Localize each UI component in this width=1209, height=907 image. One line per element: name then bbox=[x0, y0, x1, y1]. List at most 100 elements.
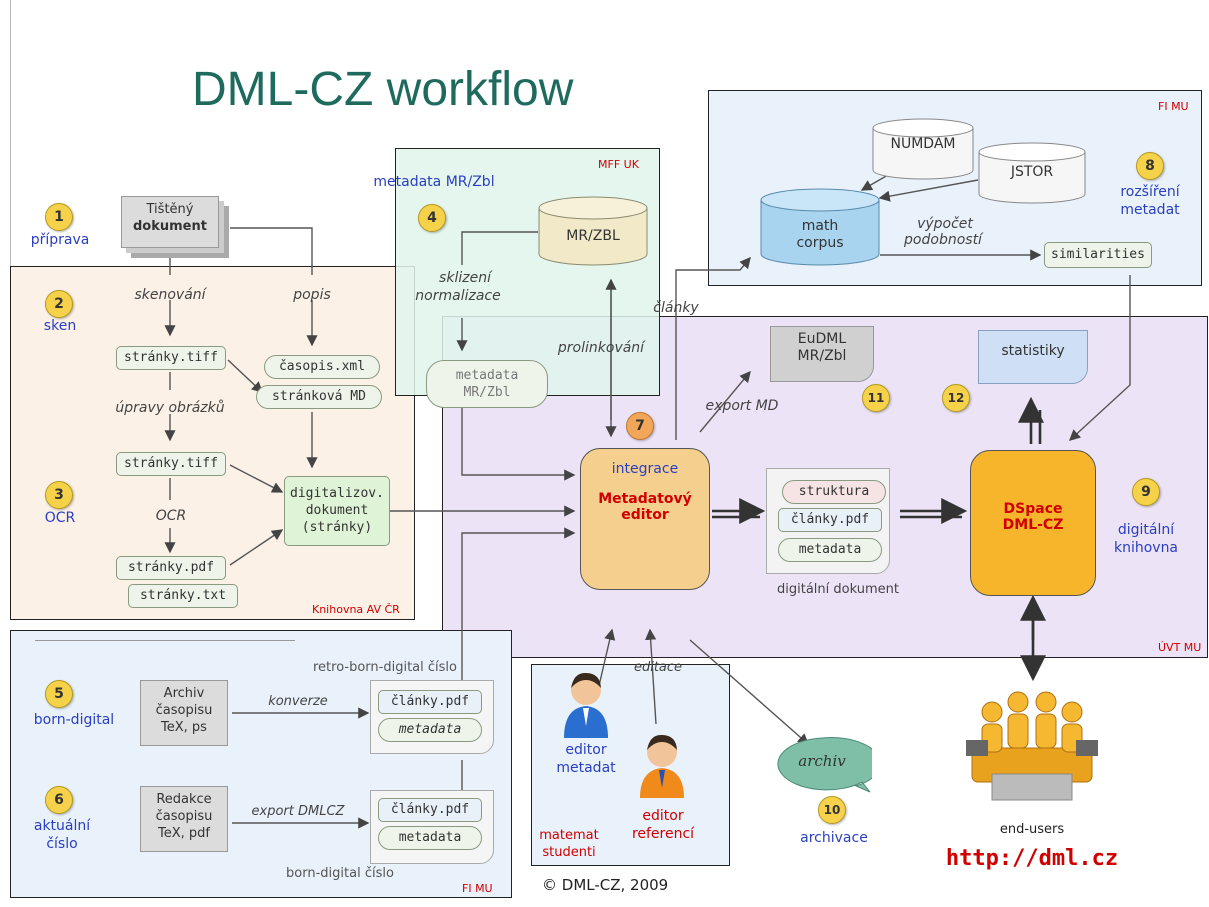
step-5-label: born-digital bbox=[33, 712, 115, 728]
step-9-badge: 9 bbox=[1132, 478, 1160, 506]
region-label-fimu-top: FI MU bbox=[1158, 100, 1189, 113]
edge-label-clanky: články bbox=[653, 300, 699, 316]
str-txt-node: stránky.txt bbox=[128, 584, 238, 608]
tisteny-dokument-node: Tištěný dokument bbox=[121, 196, 219, 248]
step-5-badge: 5 bbox=[45, 680, 73, 708]
mrzbl-database: MR/ZBL bbox=[538, 196, 648, 266]
region-label-uvt: ÚVT MU bbox=[1158, 641, 1202, 654]
edge-label-popis: popis bbox=[293, 287, 331, 303]
metadata-5-node: metadata bbox=[378, 718, 482, 742]
archiv5-line-2: časopisu bbox=[155, 703, 213, 718]
editor-line-2: editor bbox=[621, 507, 669, 523]
digi-line-3: (stránky) bbox=[301, 520, 373, 535]
math-line-1: math bbox=[801, 218, 839, 234]
numdam-label: NUMDAM bbox=[890, 136, 956, 152]
mrzbl-label: MR/ZBL bbox=[566, 228, 620, 244]
redakce-line-3: TeX, pdf bbox=[158, 826, 210, 841]
archiv5-line-1: Archiv bbox=[163, 686, 205, 701]
eudml-line-1: EuDML bbox=[797, 331, 847, 347]
editor-referenci-label-1: editor bbox=[642, 808, 684, 824]
region-label-fimu-bottom: FI MU bbox=[462, 882, 493, 895]
edge-label-prolinkovani: prolinkování bbox=[557, 340, 645, 356]
step-4-badge: 4 bbox=[418, 204, 446, 232]
eudml-line-2: MR/Zbl bbox=[797, 348, 847, 364]
edge-label-export-md: export MD bbox=[705, 398, 779, 414]
digi-line-1: digitalizov. bbox=[290, 486, 384, 501]
digi-line-2: dokument bbox=[305, 503, 369, 518]
url-link[interactable]: http://dml.cz bbox=[945, 846, 1119, 871]
dspace-node: DSpace DML-CZ bbox=[970, 450, 1096, 596]
editor-referenci-label-2: referencí bbox=[631, 826, 695, 842]
jstor-label: JSTOR bbox=[1010, 164, 1054, 180]
step-12-badge: 12 bbox=[942, 384, 970, 412]
eudml-document: EuDML MR/Zbl bbox=[770, 326, 874, 382]
step-6-label-1: aktuální bbox=[33, 818, 91, 834]
editor-integrace-label: integrace bbox=[611, 461, 679, 477]
str-tiff-1-node: stránky.tiff bbox=[116, 346, 226, 370]
region-mff bbox=[395, 148, 660, 396]
step-1-label: příprava bbox=[30, 232, 90, 248]
editor-line-1: Metadatový bbox=[598, 491, 692, 507]
person-blue-icon bbox=[564, 672, 608, 738]
copyright: © DML-CZ, 2009 bbox=[542, 876, 669, 894]
archiv5-line-3: TeX, ps bbox=[161, 720, 207, 735]
meta-mrzbl-line-2: MR/Zbl bbox=[463, 385, 511, 400]
edge-label-vypocet-2: podobností bbox=[904, 232, 982, 248]
editor-metadat-label-2: metadat bbox=[556, 760, 616, 776]
metadata-mid-node: metadata bbox=[778, 538, 882, 562]
step-8-badge: 8 bbox=[1136, 152, 1164, 180]
similarities-node: similarities bbox=[1044, 242, 1152, 268]
edge-label-export-dmlcz: export DMLCZ bbox=[251, 804, 345, 819]
step-6-badge: 6 bbox=[45, 786, 73, 814]
digi-doc-caption: digitální dokument bbox=[777, 582, 899, 597]
str-pdf-node: stránky.pdf bbox=[116, 556, 226, 580]
step-8-label-2: metadat bbox=[1120, 202, 1180, 218]
digitalizovany-dokument-node: digitalizov. dokument (stránky) bbox=[284, 476, 390, 546]
casopis-xml-node: časopis.xml bbox=[264, 355, 380, 379]
step-11-badge: 11 bbox=[862, 384, 890, 412]
redakce-casopisu-node: Redakce časopisu TeX, pdf bbox=[140, 786, 228, 852]
struktura-node: struktura bbox=[782, 480, 886, 504]
page-title: DML-CZ workflow bbox=[192, 63, 574, 116]
numdam-database: NUMDAM bbox=[872, 118, 974, 180]
tisteny-line-2: dokument bbox=[133, 219, 207, 234]
retro-caption: retro-born-digital číslo bbox=[313, 660, 457, 675]
jstor-database: JSTOR bbox=[978, 142, 1086, 204]
region-knihovna bbox=[10, 266, 415, 620]
jstor-cylinder bbox=[978, 142, 1086, 204]
step-10-label: archivace bbox=[800, 830, 868, 846]
strankova-md-node: stránková MD bbox=[256, 385, 382, 409]
dspace-line-2: DML-CZ bbox=[1002, 517, 1064, 533]
step-7-badge: 7 bbox=[626, 412, 654, 440]
redakce-line-2: časopisu bbox=[155, 809, 213, 824]
mrzbl-cylinder bbox=[538, 196, 648, 266]
edge-label-upravy: úpravy obrázků bbox=[115, 400, 225, 416]
archiv-cloud-label: archiv bbox=[798, 752, 846, 770]
metadata-mrzbl-node: metadata MR/Zbl bbox=[426, 360, 548, 408]
step-2-label: sken bbox=[43, 318, 77, 334]
editor-referenci-avatar bbox=[636, 730, 688, 798]
math-corpus-database: math corpus bbox=[760, 188, 880, 266]
end-users-icon bbox=[966, 691, 1098, 801]
edge-label-skenovani: skenování bbox=[134, 287, 206, 303]
edge-label-sklizeni-1: sklizení bbox=[439, 270, 491, 286]
end-users-illustration bbox=[962, 684, 1102, 804]
region-label-mff: MFF UK bbox=[598, 158, 639, 171]
clanky-pdf-6-node: články.pdf bbox=[378, 798, 482, 822]
tisteny-line-1: Tištěný bbox=[146, 202, 194, 217]
clanky-pdf-5-node: články.pdf bbox=[378, 690, 482, 714]
archiv-casopisu-node: Archiv časopisu TeX, ps bbox=[140, 680, 228, 746]
metadata-6-node: metadata bbox=[378, 826, 482, 850]
step-8-label-1: rozšíření bbox=[1120, 184, 1180, 200]
edge-label-vypocet-1: výpočet bbox=[917, 216, 973, 232]
matemat-label-1: matemat bbox=[539, 828, 599, 843]
step-10-badge: 10 bbox=[818, 796, 846, 824]
person-orange-icon bbox=[640, 734, 684, 798]
math-line-2: corpus bbox=[796, 235, 844, 251]
step-2-badge: 2 bbox=[45, 290, 73, 318]
archiv-cloud-shape bbox=[777, 737, 872, 793]
end-users-label: end-users bbox=[999, 822, 1065, 837]
dspace-line-1: DSpace bbox=[1003, 501, 1063, 517]
